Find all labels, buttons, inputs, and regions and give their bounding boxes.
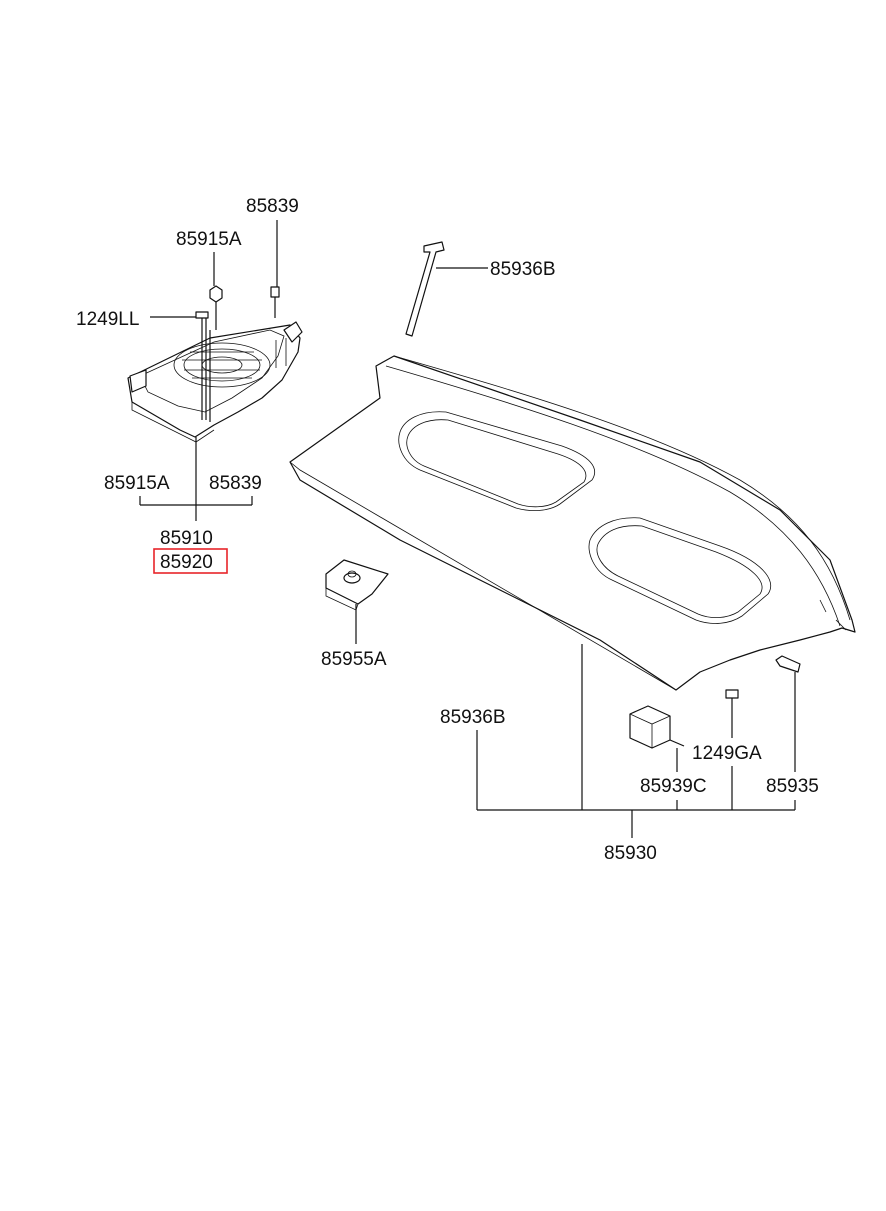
clip-85939c-part — [629, 705, 685, 749]
label-85915a-mid[interactable]: 85915A — [104, 473, 170, 494]
clip-85935-part — [775, 655, 801, 673]
leader-lines — [139, 220, 796, 838]
bracket-85955a-part — [325, 559, 389, 611]
clip-85915a-part — [209, 285, 223, 330]
label-85915a-top[interactable]: 85915A — [176, 229, 242, 250]
screw-1249ga-part — [725, 689, 739, 699]
rod-85936b-part — [405, 241, 445, 337]
label-85936b-bottom[interactable]: 85936B — [440, 707, 506, 728]
label-85935[interactable]: 85935 — [766, 776, 819, 797]
label-85939c[interactable]: 85939C — [640, 776, 707, 797]
bolt-85839-part — [270, 286, 280, 318]
label-85930[interactable]: 85930 — [604, 843, 657, 864]
label-85920[interactable]: 85920 — [160, 552, 213, 573]
label-1249ga[interactable]: 1249GA — [692, 743, 762, 764]
label-85936b-top[interactable]: 85936B — [490, 259, 556, 280]
highlight-box-85920 — [153, 548, 228, 574]
label-85910[interactable]: 85910 — [160, 528, 213, 549]
label-85955a[interactable]: 85955A — [321, 649, 387, 670]
screw-1249ll-part — [195, 311, 209, 420]
label-85839-top[interactable]: 85839 — [246, 196, 299, 217]
speaker-bracket-part — [127, 321, 303, 443]
label-85839-mid[interactable]: 85839 — [209, 473, 262, 494]
package-tray-part — [289, 355, 856, 691]
label-1249ll[interactable]: 1249LL — [76, 309, 139, 330]
